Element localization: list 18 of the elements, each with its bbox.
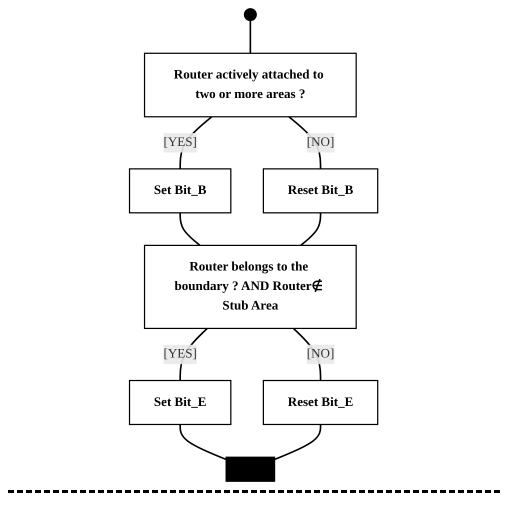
node-box (144, 52, 358, 118)
node-box (129, 168, 232, 214)
node-box (129, 380, 232, 426)
connector (274, 424, 322, 460)
edge-label: [NO] (307, 136, 335, 150)
connector (250, 20, 252, 54)
edge-label: [NO] (307, 347, 335, 361)
connector (180, 424, 227, 460)
connector (300, 212, 322, 246)
node-box (263, 168, 379, 214)
connector (180, 212, 201, 246)
node-box (263, 380, 379, 426)
edge-label: [YES] (164, 347, 198, 361)
node-circle (244, 8, 258, 22)
flowchart: Router actively attached to two or more areas ? [YES] [NO] Set Bit_B Reset Bit_B Router belongs to the boundary ? AND Router∉ Stub Area [YES] [NO] Set Bit_E Reset Bit_E (123, 2, 385, 488)
node-bar (226, 456, 276, 482)
edge-label: [YES] (164, 136, 198, 150)
node-box (144, 244, 358, 330)
